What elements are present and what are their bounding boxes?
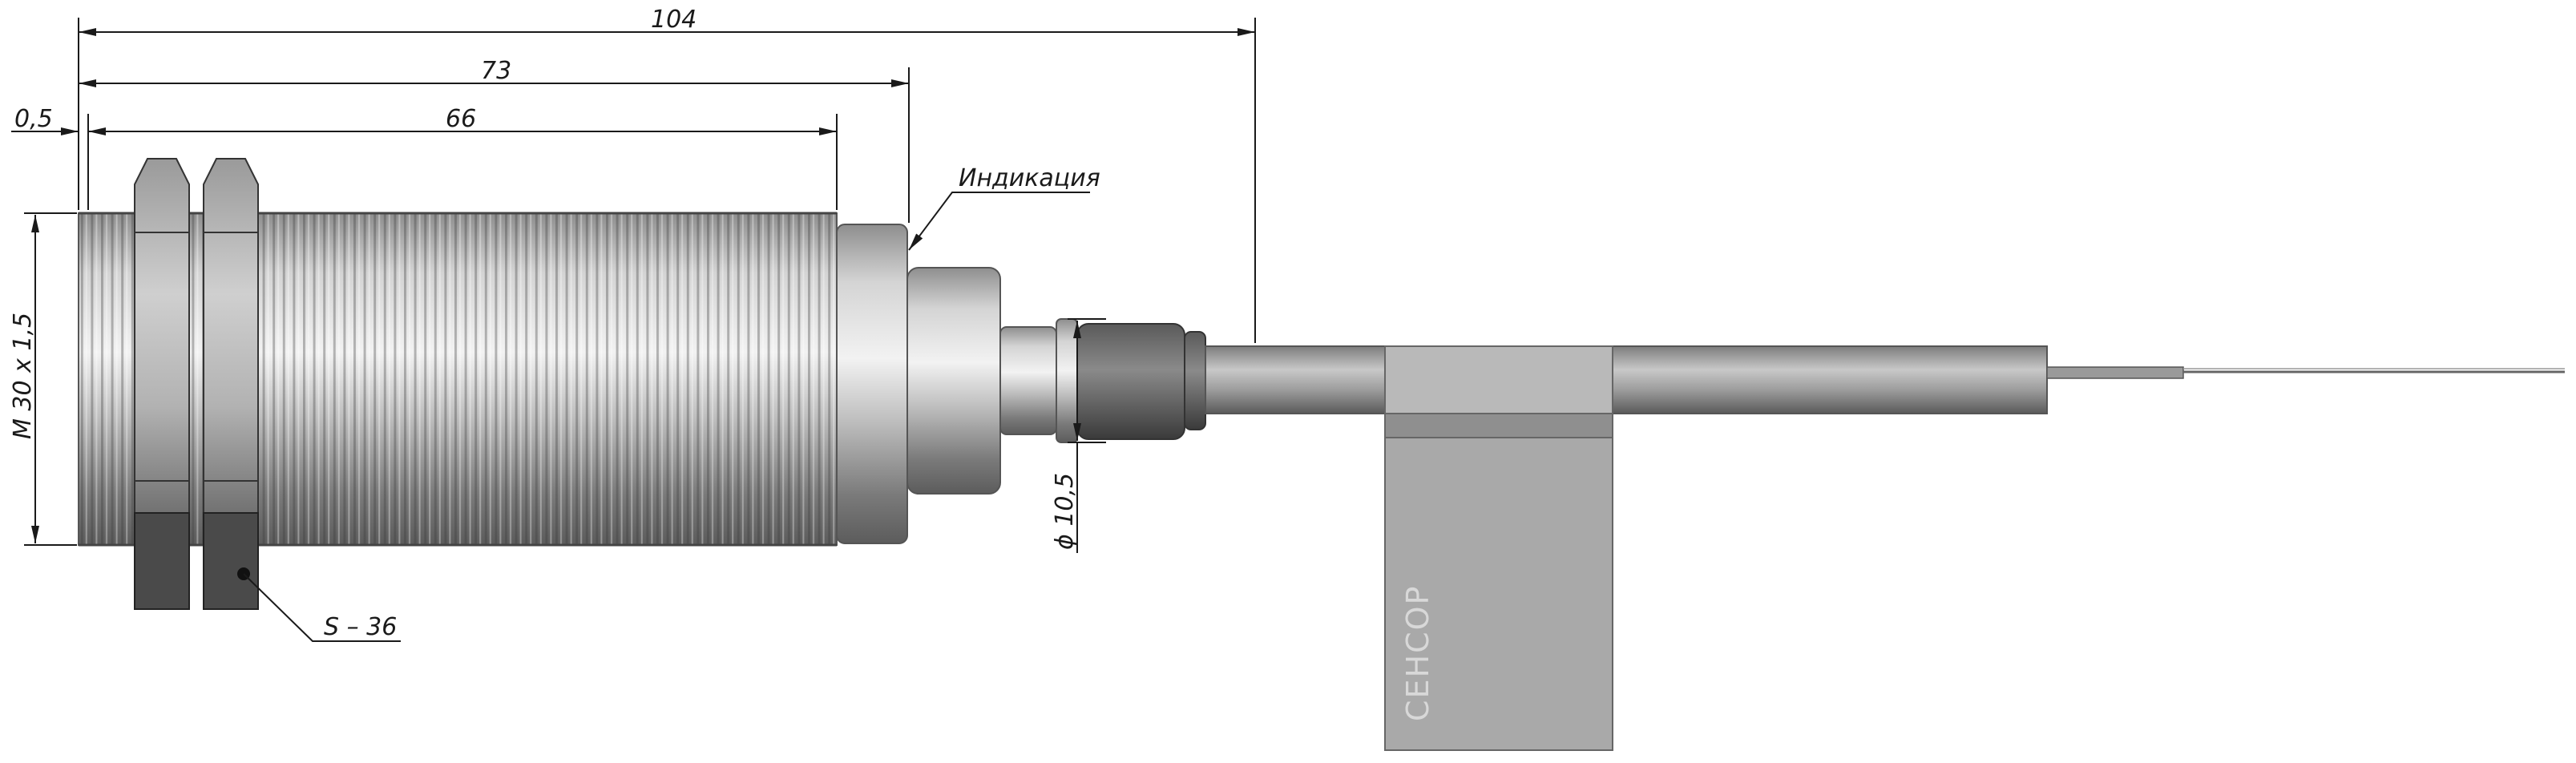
dim-text-73: 73: [481, 57, 511, 85]
cable: [1205, 345, 2565, 414]
cable-gland: [999, 318, 1078, 443]
indication-leader: [908, 192, 1090, 251]
hex-nut-2: [203, 158, 259, 610]
dim-text-hex: S – 36: [324, 613, 397, 641]
dimension-lines: [11, 18, 1256, 642]
threaded-body: [78, 212, 838, 547]
cable-boot: [1076, 323, 1206, 440]
dim-text-05: 0,5: [14, 105, 53, 133]
label-tag: СЕНСОР: [1384, 345, 1613, 751]
hex-nut-1: [134, 158, 190, 610]
body-collar: [906, 267, 1001, 495]
dim-text-m30: M 30 x 1,5: [9, 313, 37, 439]
body-end-cap: [836, 224, 908, 544]
hex-leader: [243, 573, 401, 642]
label-tag-brand: СЕНСОР: [1400, 585, 1435, 721]
dim-text-104: 104: [651, 6, 696, 34]
dim-text-66: 66: [446, 105, 476, 133]
callout-indication: Индикация: [959, 164, 1100, 192]
dim-text-d105: ϕ 10,5: [1051, 473, 1079, 550]
